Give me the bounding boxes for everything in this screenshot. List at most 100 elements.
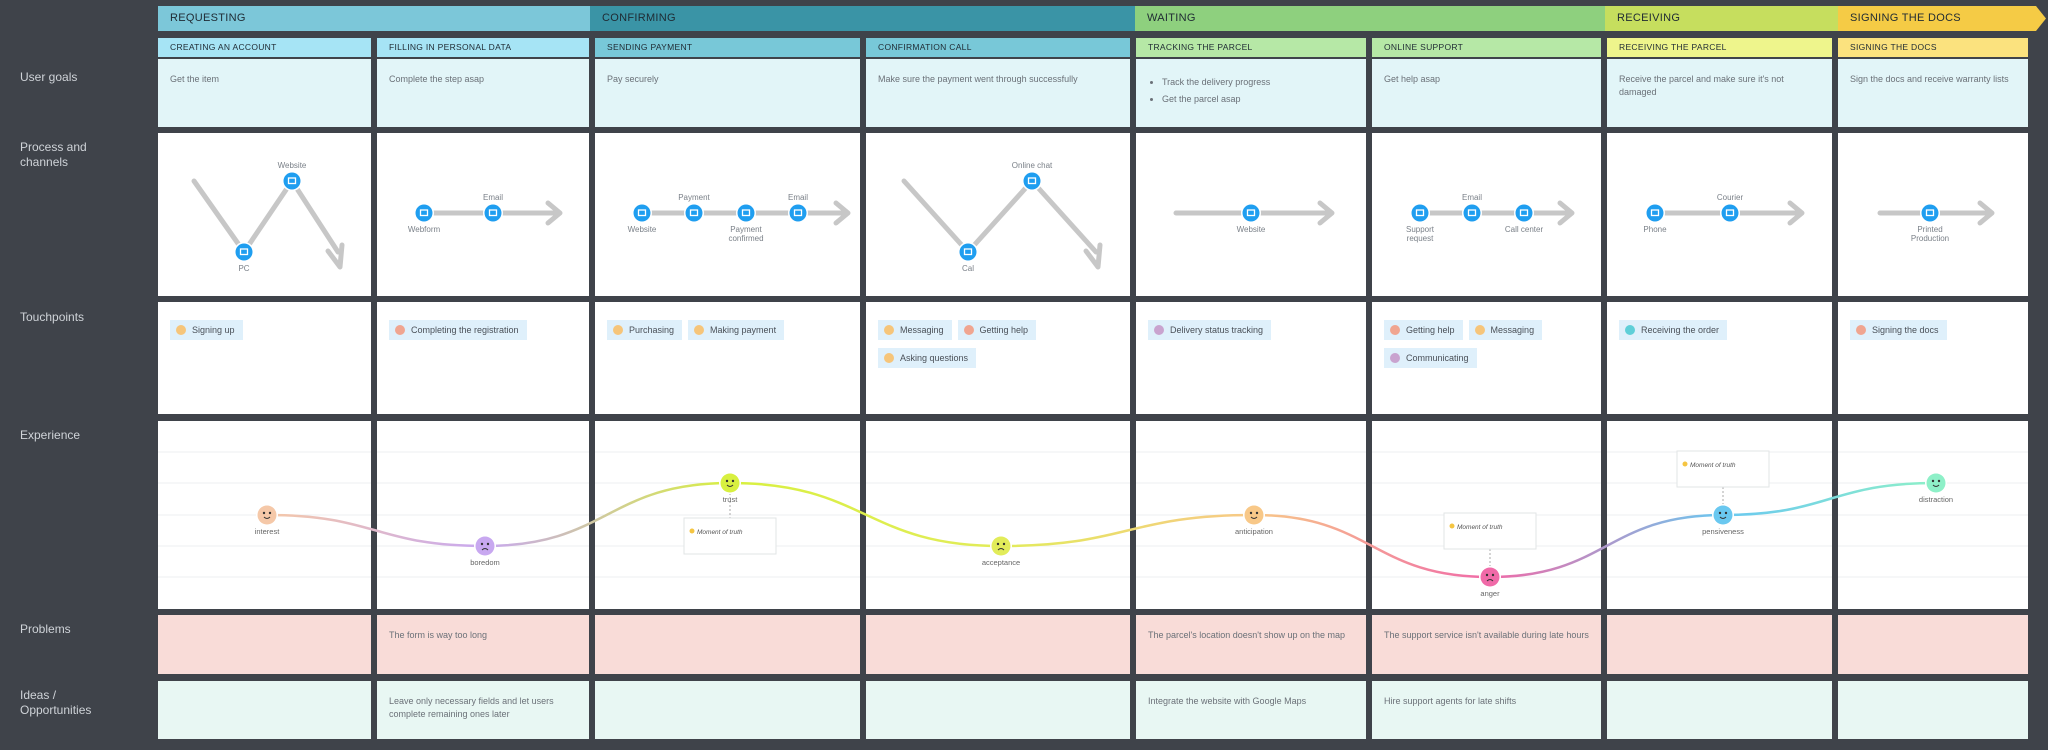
idea-cell-2: Leave only necessary fields and let user… [377, 681, 589, 739]
problem-cell-3 [595, 615, 860, 674]
goal-cell-7: Receive the parcel and make sure it's no… [1607, 59, 1832, 127]
emotion-anger-icon[interactable] [1479, 566, 1501, 588]
channel-label-email: Email [788, 193, 808, 202]
flow-line [191, 178, 247, 255]
emotion-anticipation-icon[interactable] [1243, 504, 1265, 526]
stage-arrow-shape [1135, 6, 1615, 31]
channel-label-pc: PC [238, 264, 249, 273]
channel-label-email: Email [483, 193, 503, 202]
row-label-ideas: Ideas / Opportunities [20, 688, 92, 717]
touchpoint-chip[interactable]: Receiving the order [1619, 320, 1728, 340]
channel-label-payment-confirmed: Payment [730, 225, 762, 234]
website-icon[interactable] [632, 203, 652, 223]
touchpoint-chip[interactable]: Getting help [1384, 320, 1463, 340]
support-request-icon[interactable] [1410, 203, 1430, 223]
emotion-label: trust [723, 495, 739, 504]
stage-5[interactable]: SIGNING THE DOCS [1838, 6, 2048, 31]
touchpoint-chip[interactable]: Signing the docs [1850, 320, 1947, 340]
call-icon[interactable] [958, 242, 978, 262]
emotion-dot-icon [1154, 325, 1164, 335]
emotion-dot-icon [1390, 325, 1400, 335]
website-icon[interactable] [1241, 203, 1261, 223]
column-header-5: TRACKING THE PARCEL [1136, 38, 1366, 57]
emotion-pensiveness-icon[interactable] [1712, 504, 1734, 526]
touchpoint-chip[interactable]: Signing up [170, 320, 243, 340]
moment-of-truth-card[interactable]: Moment of truth [683, 493, 777, 555]
emotion-dot-icon [1474, 325, 1485, 335]
panel-divider [371, 133, 377, 296]
payment-icon[interactable] [684, 203, 704, 223]
panel-divider [1366, 421, 1372, 609]
emotion-dot-icon [694, 325, 705, 335]
goal-item: Get the parcel asap [1162, 93, 1354, 106]
stage-3[interactable]: WAITING [1135, 6, 1617, 31]
channel-label-email: Email [1462, 193, 1482, 202]
call-center-icon[interactable] [1514, 203, 1534, 223]
email-icon[interactable] [1462, 203, 1482, 223]
panel-divider [1130, 133, 1136, 296]
email-icon[interactable] [483, 203, 503, 223]
touchpoint-chip[interactable]: Messaging [1468, 320, 1543, 340]
channel-label-courier: Courier [1717, 193, 1744, 202]
column-header-3: SENDING PAYMENT [595, 38, 860, 57]
stage-4[interactable]: RECEIVING [1605, 6, 1850, 31]
emotion-label: anticipation [1235, 527, 1273, 536]
courier-icon[interactable] [1720, 203, 1740, 223]
goal-item: Track the delivery progress [1162, 76, 1354, 89]
payment-confirmed-icon[interactable] [736, 203, 756, 223]
moment-of-truth-label: Moment of truth [697, 529, 743, 536]
idea-cell-8 [1838, 681, 2028, 739]
channel-label-call-center: Call center [1505, 225, 1544, 234]
emotion-trust-icon[interactable] [719, 472, 741, 494]
stage-2[interactable]: CONFIRMING [590, 6, 1147, 31]
touchpoint-chip[interactable]: Asking questions [878, 348, 977, 368]
panel-divider [1601, 421, 1607, 609]
moment-of-truth-card[interactable]: Moment of truth [1443, 512, 1537, 587]
channel-label-online-chat: Online chat [1012, 161, 1053, 170]
emotion-distraction-icon[interactable] [1925, 472, 1947, 494]
website-icon[interactable] [282, 171, 302, 191]
channel-label-website: Website [1237, 225, 1266, 234]
touchpoint-chip[interactable]: Communicating [1384, 348, 1477, 368]
touchpoint-chip[interactable]: Purchasing [607, 320, 683, 340]
problem-cell-4 [866, 615, 1130, 674]
emotion-label: anger [1480, 589, 1500, 598]
emotion-dot-icon [613, 325, 623, 335]
column-header-4: CONFIRMATION CALL [866, 38, 1130, 57]
emotion-acceptance-icon[interactable] [990, 535, 1012, 557]
emotion-interest-icon[interactable] [256, 504, 278, 526]
channel-label-phone: Phone [1643, 225, 1667, 234]
panel-divider [589, 421, 595, 609]
pc-icon[interactable] [234, 242, 254, 262]
webform-icon[interactable] [414, 203, 434, 223]
touchpoint-chip[interactable]: Delivery status tracking [1148, 320, 1272, 340]
touchpoint-cell-5: Delivery status tracking [1136, 302, 1366, 414]
emotion-dot-icon [1856, 325, 1866, 335]
online-chat-icon[interactable] [1022, 171, 1042, 191]
flow-arrowhead [833, 200, 851, 226]
phone-icon[interactable] [1645, 203, 1665, 223]
flow-arrowhead [1977, 200, 1995, 226]
printer-icon[interactable] [1920, 203, 1940, 223]
column-header-7: RECEIVING THE PARCEL [1607, 38, 1832, 57]
flow-line [901, 178, 971, 255]
email-icon[interactable] [788, 203, 808, 223]
flow-arrowhead [1317, 200, 1335, 226]
touchpoint-chip[interactable]: Getting help [957, 320, 1037, 340]
touchpoint-chip[interactable]: Completing the registration [389, 320, 527, 340]
emotion-boredom-icon[interactable] [474, 535, 496, 557]
emotion-dot-icon [963, 325, 974, 335]
goal-cell-1: Get the item [158, 59, 371, 127]
stage-arrow-shape [1838, 6, 2046, 31]
column-header-6: ONLINE SUPPORT [1372, 38, 1601, 57]
touchpoint-chip[interactable]: Messaging [878, 320, 952, 340]
touchpoint-chip[interactable]: Making payment [688, 320, 785, 340]
moment-of-truth-card[interactable]: Moment of truth [1676, 450, 1770, 505]
stage-1[interactable]: REQUESTING [158, 6, 602, 31]
idea-cell-3 [595, 681, 860, 739]
emotion-dot-icon [884, 353, 894, 363]
stage-label: REQUESTING [170, 12, 246, 24]
touchpoint-cell-7: Receiving the order [1607, 302, 1832, 414]
